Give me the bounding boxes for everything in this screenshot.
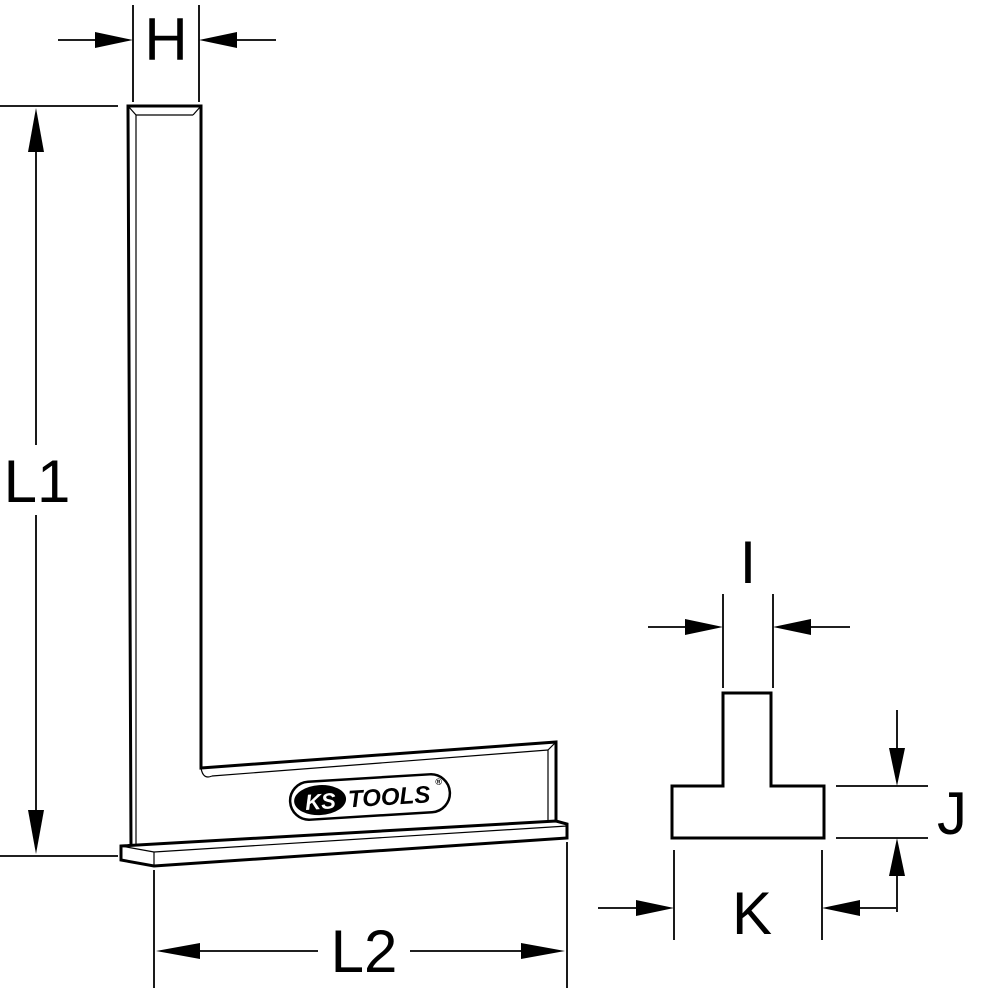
- arm-top-chamfer: [211, 749, 549, 777]
- j-arrow-top: [889, 748, 905, 786]
- l1-label: L1: [4, 448, 71, 515]
- l-square: KS TOOLS ®: [119, 104, 569, 868]
- j-label: J: [937, 780, 967, 847]
- k-arrow-left: [636, 900, 674, 916]
- t-profile-outline: [670, 691, 826, 840]
- corner-relief-notch: [200, 767, 213, 778]
- logo-tools-text: TOOLS: [347, 781, 431, 813]
- logo-ks-badge: [294, 784, 347, 816]
- dimension-l1: L1: [0, 105, 118, 857]
- i-arrow-right: [773, 619, 811, 635]
- i-label: I: [740, 529, 757, 596]
- l2-arrow-right: [521, 943, 565, 959]
- logo-registered-mark: ®: [435, 777, 443, 787]
- logo-ks-text: KS: [304, 788, 336, 815]
- i-arrow-left: [685, 619, 723, 635]
- l2-label: L2: [331, 918, 398, 985]
- dimension-j: J: [836, 710, 967, 912]
- dimension-h: H: [58, 5, 276, 102]
- dimension-l2: L2: [153, 842, 568, 988]
- dimension-i: I: [648, 529, 850, 688]
- t-profile-section: [670, 691, 826, 840]
- l1-arrow-bottom: [28, 810, 44, 854]
- h-label: H: [144, 6, 187, 73]
- square-body: [126, 104, 558, 850]
- blade-top-chamfer-ends: [127, 105, 202, 116]
- ks-tools-logo: KS TOOLS ®: [288, 773, 452, 821]
- base-flange: [119, 819, 569, 868]
- arm-end-chamfer-top: [547, 741, 557, 751]
- h-arrow-right: [199, 32, 237, 48]
- l2-arrow-left: [156, 943, 200, 959]
- k-label: K: [732, 880, 772, 947]
- k-arrow-right: [822, 900, 860, 916]
- base-flange-top: [120, 845, 155, 853]
- h-arrow-left: [95, 32, 133, 48]
- j-arrow-bottom: [889, 838, 905, 876]
- l1-arrow-top: [28, 108, 44, 152]
- base-flange-edge: [153, 825, 568, 853]
- dimension-k: K: [598, 850, 896, 947]
